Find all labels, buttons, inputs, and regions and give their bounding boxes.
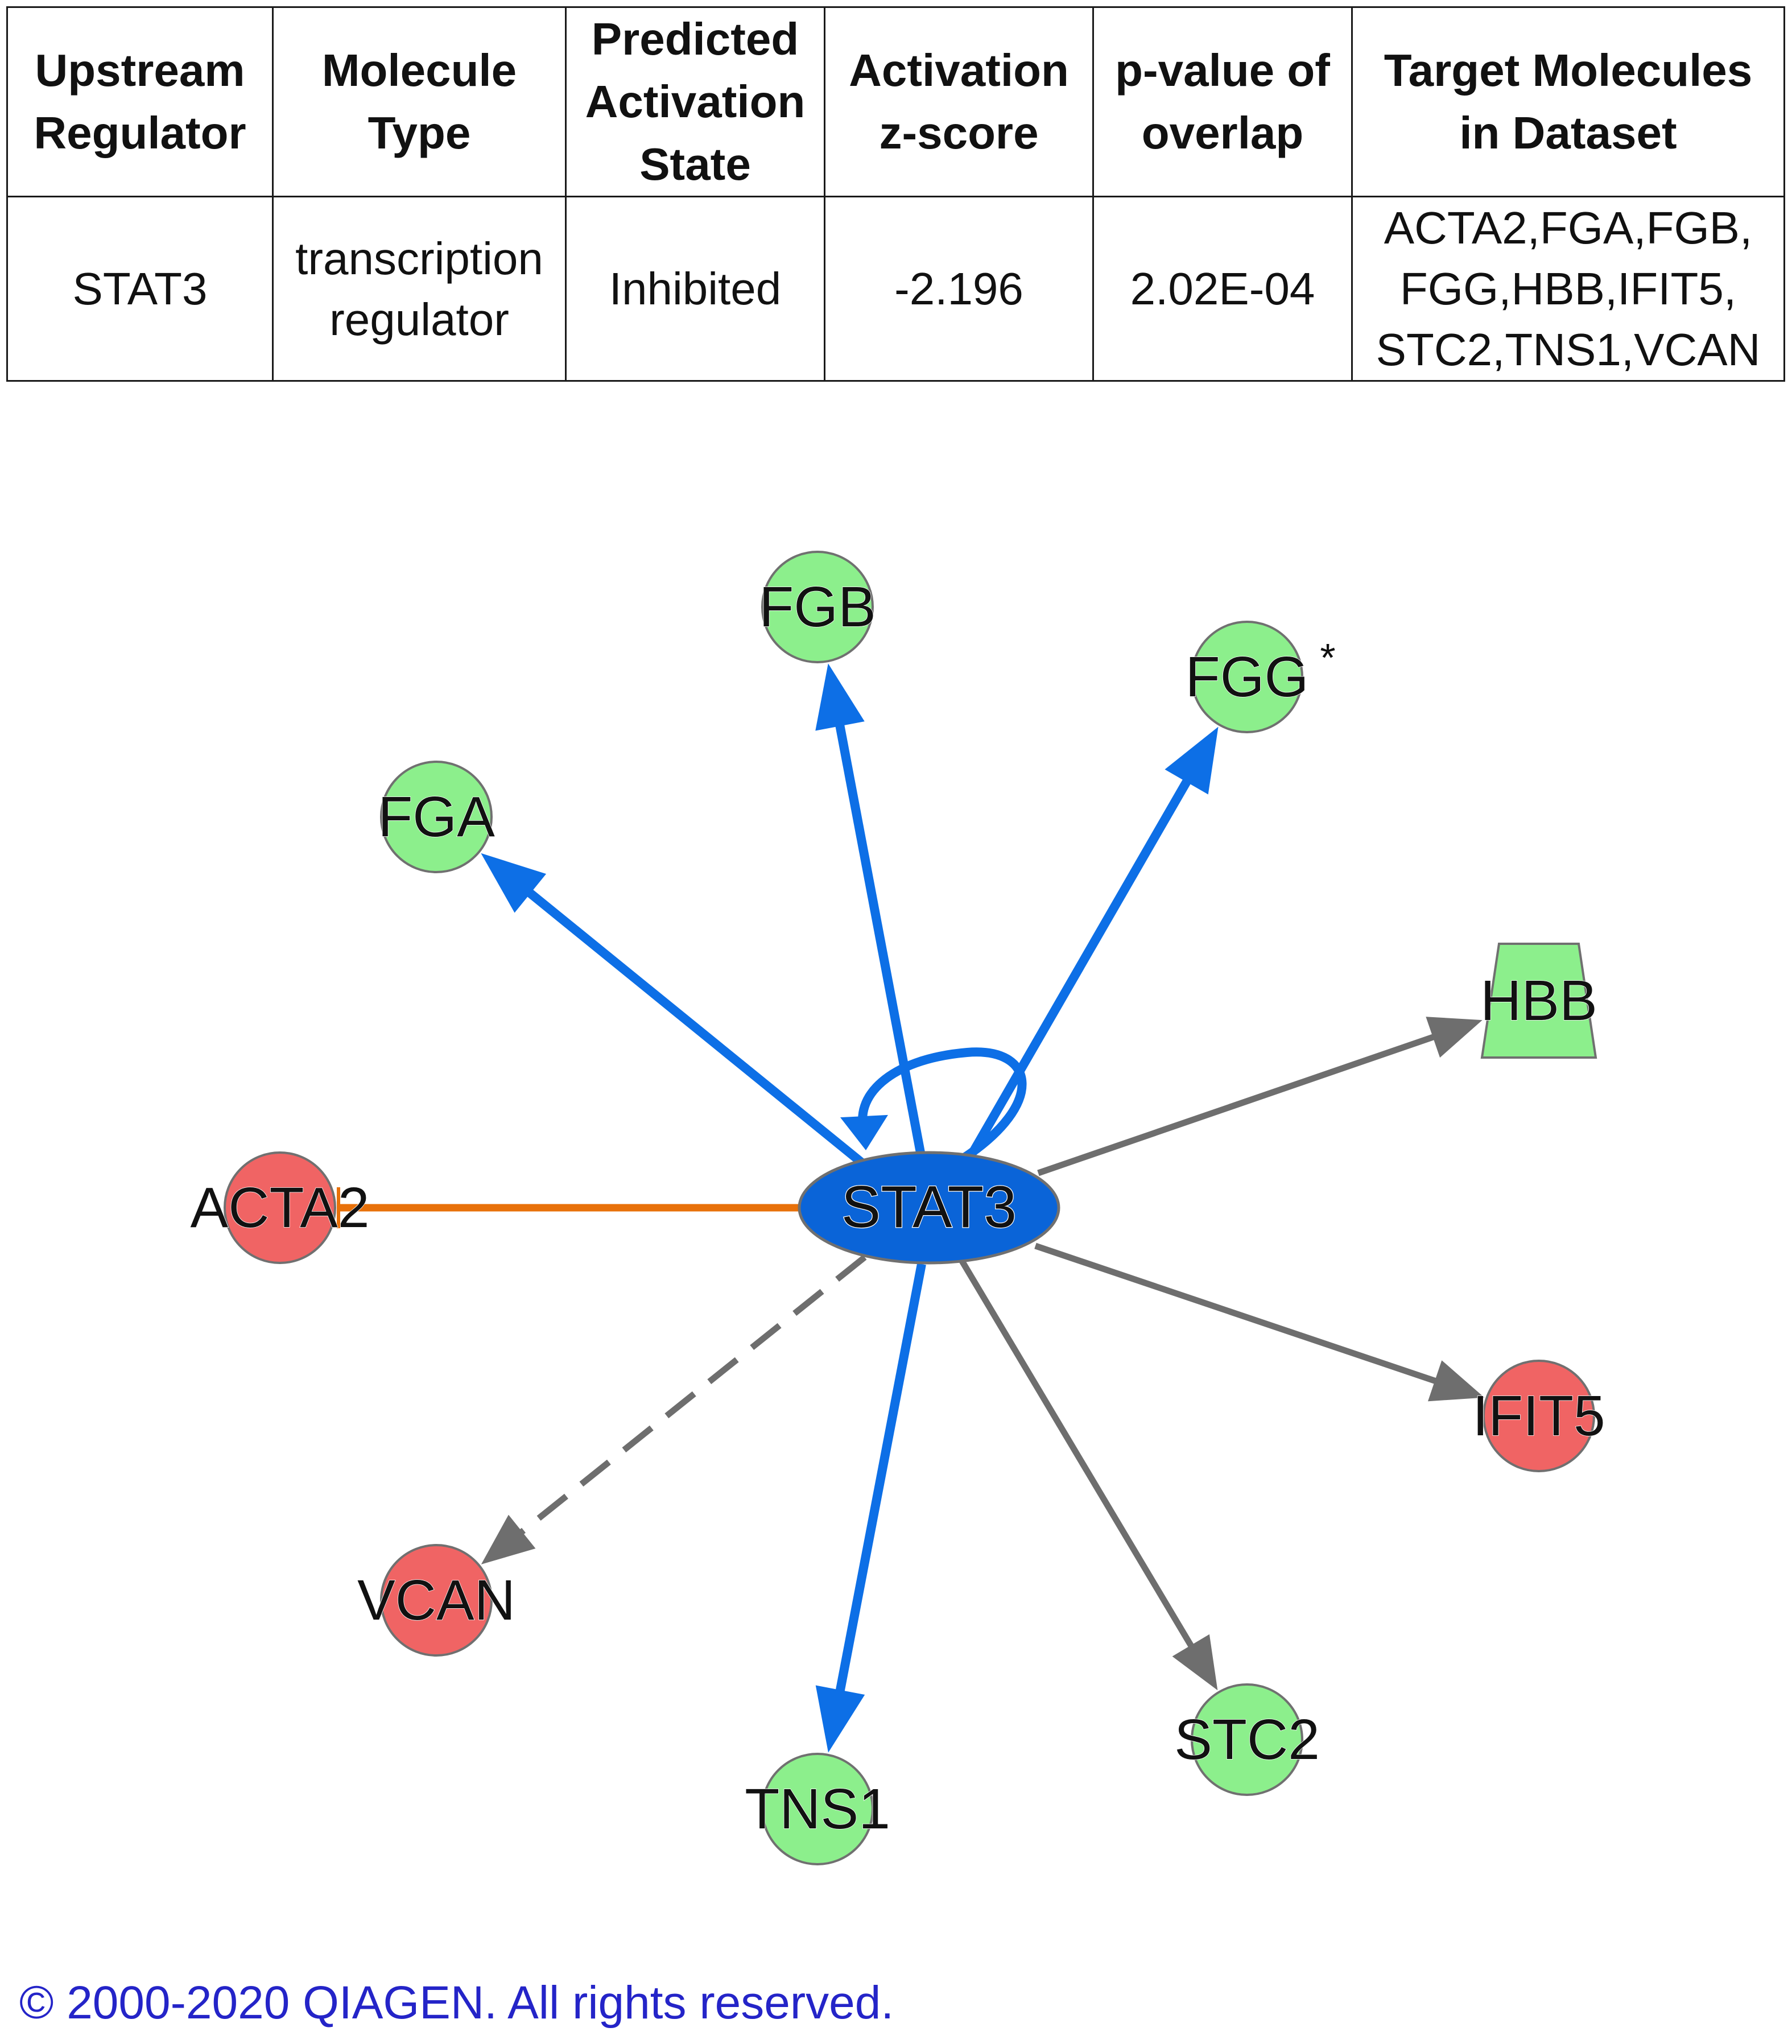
arrowhead-hbb: [1426, 1017, 1483, 1058]
node-label-tns1: TNS1: [745, 1777, 890, 1841]
arrowhead-tns1: [815, 1685, 865, 1753]
edge-stat3-self-loop: [858, 1047, 1027, 1163]
edge-stat3-to-fgg: [969, 777, 1192, 1155]
node-label-stc2: STC2: [1174, 1708, 1320, 1772]
node-fgg: [1191, 621, 1303, 733]
arrowhead-stc2: [1172, 1634, 1218, 1691]
node-fga: [380, 761, 493, 873]
cell-upstream-regulator: STAT3: [6, 196, 274, 382]
edge-stat3-to-hbb: [1037, 1033, 1438, 1176]
node-fgb: [761, 551, 874, 663]
node-label-fgb: FGB: [759, 575, 876, 639]
copyright-notice: © 2000-2020 QIAGEN. All rights reserved.: [19, 1977, 894, 2029]
node-label-fga: FGA: [378, 785, 495, 849]
node-label-stat3: STAT3: [841, 1174, 1017, 1240]
node-label-fgg: FGG: [1186, 645, 1309, 709]
edge-stat3-to-stc2: [959, 1258, 1196, 1650]
node-ifit5: [1483, 1360, 1595, 1472]
edge-layer: [337, 663, 1485, 1753]
node-hbb: [1480, 943, 1597, 1059]
node-suffix-fgg: *: [1320, 635, 1335, 680]
cell-target-molecules: ACTA2,FGA,FGB,FGG,HBB,IFIT5,STC2,TNS1,VC…: [1351, 196, 1785, 382]
node-vcan: [380, 1544, 493, 1657]
edge-stat3-to-tns1: [835, 1263, 926, 1695]
arrowhead-fga: [481, 853, 547, 913]
edge-stat3-to-vcan: [517, 1254, 867, 1537]
node-label-hbb: HBB: [1480, 969, 1597, 1033]
cell-activation-z-score: -2.196: [824, 196, 1094, 382]
node-label-vcan: VCAN: [357, 1568, 515, 1632]
edge-stat3-to-fga: [525, 887, 871, 1171]
node-stat3: [798, 1151, 1060, 1265]
node-stc2: [1191, 1683, 1303, 1796]
cell-p-value-of-overlap: 2.02E-04: [1092, 196, 1353, 382]
arrowhead-vcan: [481, 1514, 536, 1564]
arrowhead-fgg: [1165, 726, 1219, 795]
edge-stat3-to-fgb: [835, 721, 925, 1154]
cell-predicted-activation-state: Inhibited: [565, 196, 825, 382]
edge-stat3-to-ifit5: [1034, 1242, 1439, 1385]
node-acta2: [224, 1151, 336, 1264]
node-label-acta2: ACTA2: [191, 1176, 370, 1240]
arrowhead-stat3-self-loop: [840, 1114, 888, 1150]
arrowhead-ifit5: [1427, 1360, 1485, 1402]
node-tns1: [761, 1753, 874, 1865]
node-label-ifit5: IFIT5: [1472, 1384, 1605, 1448]
arrowhead-fgb: [815, 663, 865, 731]
